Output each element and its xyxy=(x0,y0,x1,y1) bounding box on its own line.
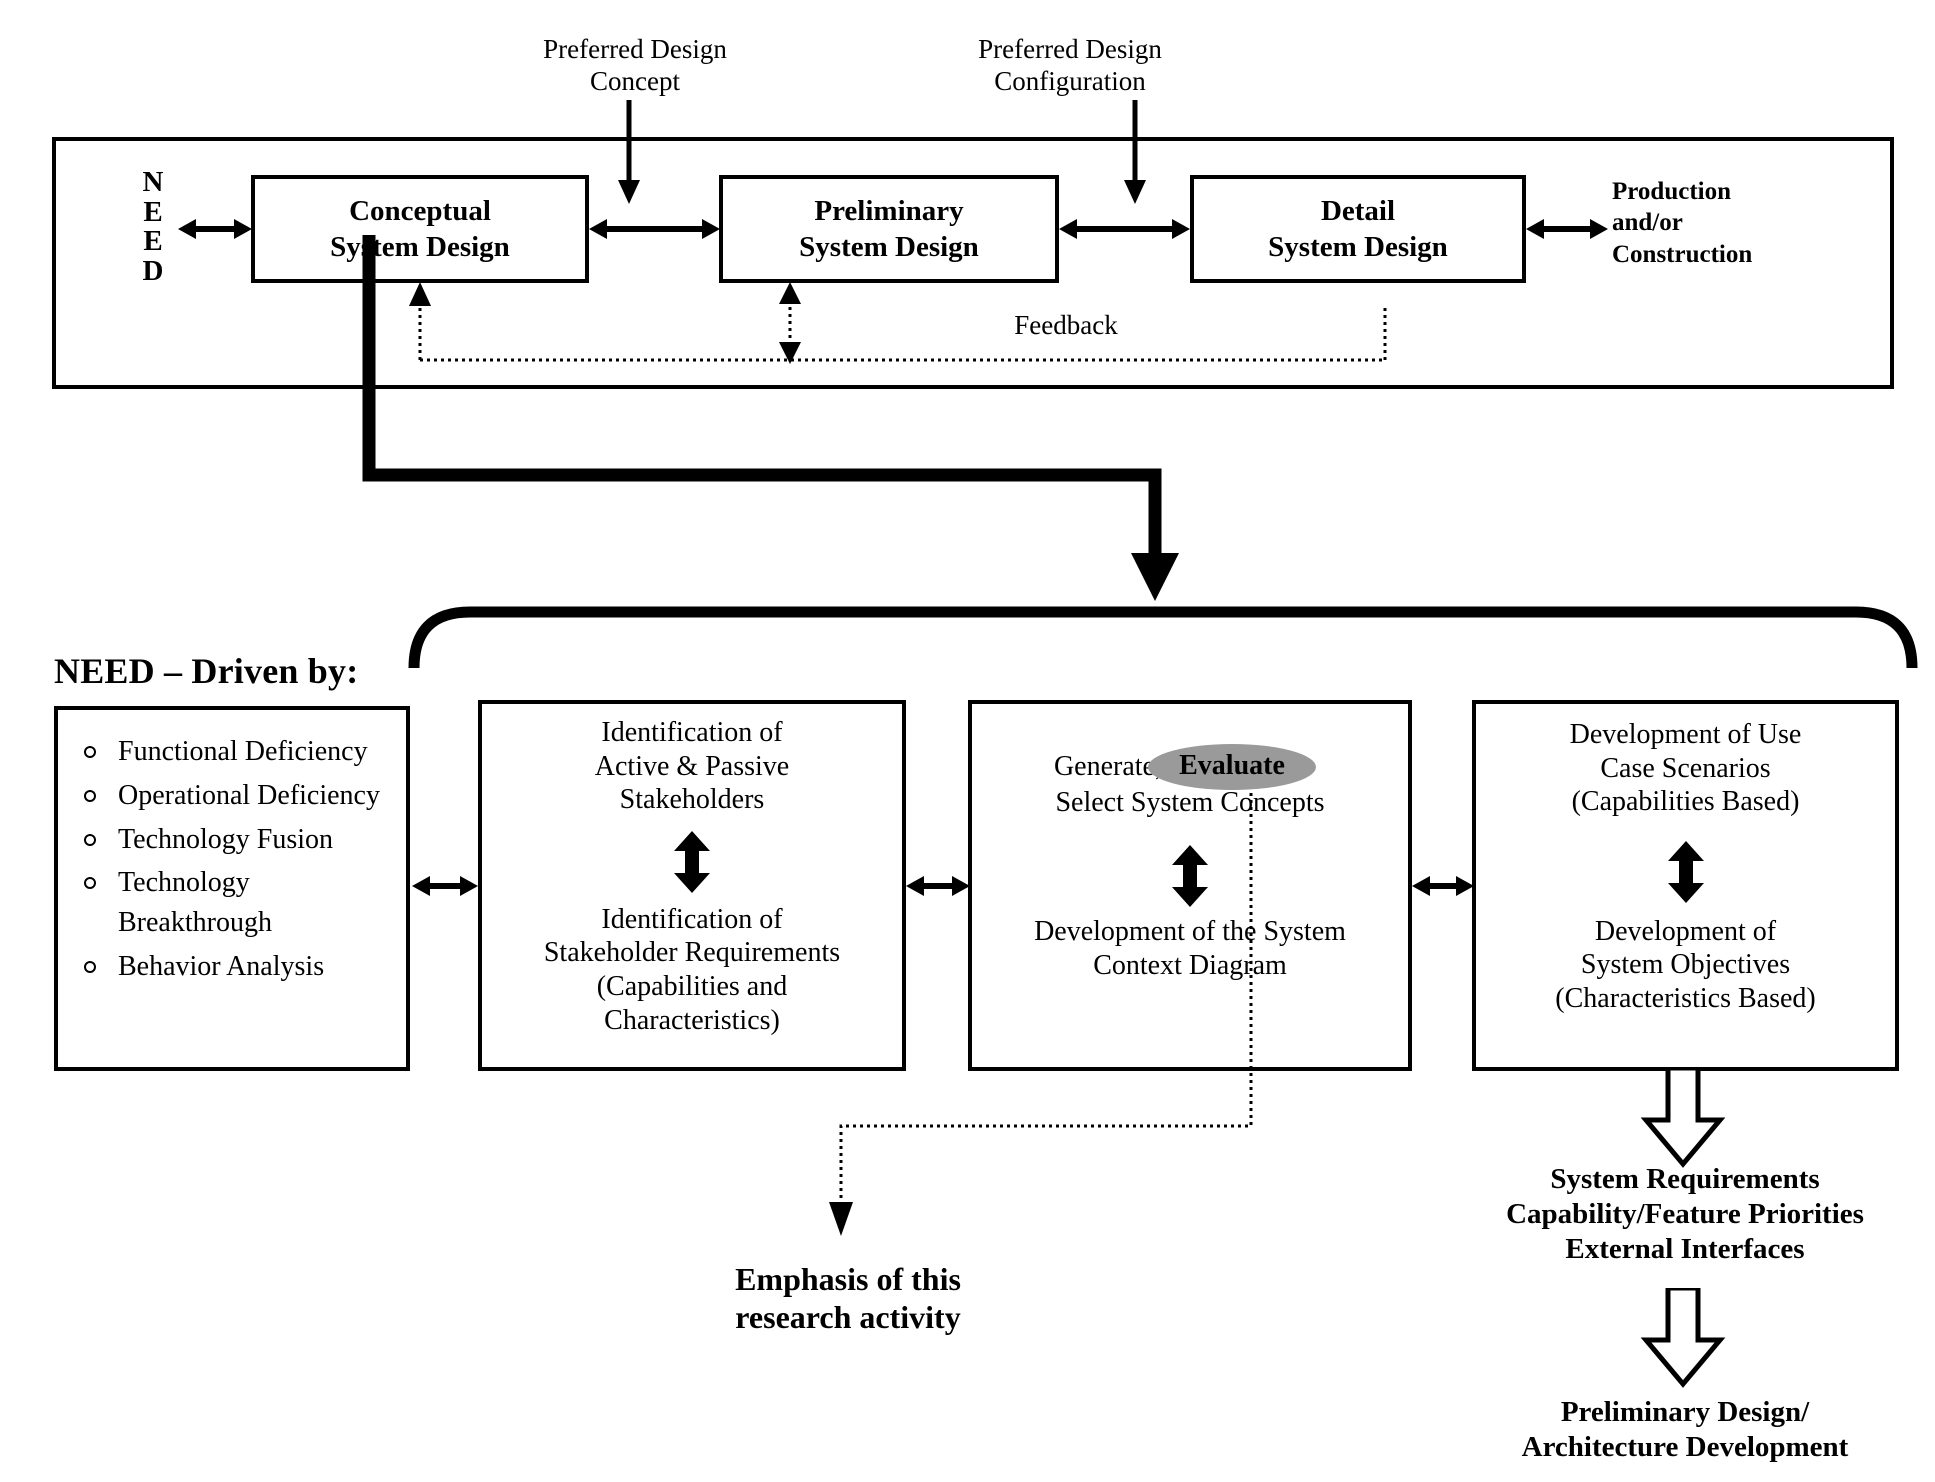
caption-preferred-design-concept: Preferred Design Concept xyxy=(543,34,727,97)
bottom-group-bracket xyxy=(408,606,1918,669)
stakeholders-bottom-text: Identification of Stakeholder Requiremen… xyxy=(543,903,841,1036)
emphasis-dotted-path xyxy=(829,786,1253,1236)
need-letter-n: N xyxy=(142,166,164,198)
arrow-concept-down-icon xyxy=(618,100,640,204)
box-conceptual-system-design[interactable]: Conceptual System Design xyxy=(251,175,589,283)
need-letter-e2: E xyxy=(143,225,163,258)
list-item: Behavior Analysis xyxy=(76,947,396,987)
system-concepts-generate-word: Generate, xyxy=(1053,751,1162,782)
arrow-conceptual-preliminary-icon xyxy=(589,219,720,239)
need-driver-label: Functional Deficiency xyxy=(118,736,368,767)
need-driven-by-title: NEED – Driven by: xyxy=(54,651,359,691)
block-arrow-to-system-requirements-icon xyxy=(1640,1068,1726,1168)
caption-preferred-design-configuration: Preferred Design Configuration xyxy=(978,34,1162,97)
use-cases-bottom-text: Development of System Objectives (Charac… xyxy=(1555,915,1816,1014)
need-driver-label: Operational Deficiency xyxy=(118,779,380,811)
box-preliminary-label: Preliminary System Design xyxy=(799,194,979,263)
stakeholders-top-text: Identification of Active & Passive Stake… xyxy=(594,717,790,816)
box-detail-system-design[interactable]: Detail System Design xyxy=(1190,175,1526,283)
need-driver-label: Behavior Analysis xyxy=(118,950,325,982)
system-concepts-bottom-text: Development of the System Context Diagra… xyxy=(1034,916,1346,981)
evaluate-word: Evaluate xyxy=(1179,750,1285,781)
system-design-process-frame xyxy=(52,137,1894,389)
list-item: Technology Breakthrough xyxy=(76,863,396,943)
panel-stakeholders[interactable]: Identification of Active & Passive Stake… xyxy=(478,700,906,1071)
connector-conceptual-to-need-bracket xyxy=(362,235,1179,601)
arrow-need-stakeholders-icon xyxy=(412,876,478,896)
panel-need-drivers[interactable]: Functional Deficiency Operational Defici… xyxy=(54,706,410,1071)
list-item: Technology Fusion xyxy=(76,820,396,860)
system-requirements-text: System Requirements Capability/Feature P… xyxy=(1506,1163,1864,1265)
fat-double-arrow-icon xyxy=(1172,845,1208,908)
label-feedback: Feedback xyxy=(1014,310,1118,340)
arrow-configuration-down-icon xyxy=(1124,100,1146,204)
use-cases-top-text: Development of Use Case Scenarios (Capab… xyxy=(1569,719,1802,818)
label-production-construction: Production and/or Construction xyxy=(1612,178,1753,268)
arrow-preliminary-detail-icon xyxy=(1059,219,1190,239)
emphasis-of-research-note: Emphasis of this research activity xyxy=(735,1261,961,1336)
arrow-concepts-usecases-icon xyxy=(1412,876,1474,896)
need-letter-e1: E xyxy=(143,195,163,228)
panel-use-cases[interactable]: Development of Use Case Scenarios (Capab… xyxy=(1472,700,1899,1071)
need-drivers-list: Functional Deficiency Operational Defici… xyxy=(58,710,406,987)
need-driver-label: Technology Breakthrough xyxy=(118,867,272,938)
list-item: Functional Deficiency xyxy=(76,732,396,772)
box-preliminary-system-design[interactable]: Preliminary System Design xyxy=(719,175,1059,283)
evaluate-highlight-ellipse xyxy=(1148,744,1316,790)
need-letter-d: D xyxy=(142,254,164,287)
box-detail-label: Detail System Design xyxy=(1268,194,1448,263)
arrow-stakeholders-concepts-icon xyxy=(906,876,970,896)
block-arrow-to-preliminary-design-icon xyxy=(1640,1288,1726,1388)
feedback-dotted-path xyxy=(409,282,1387,364)
arrow-detail-production-icon xyxy=(1526,219,1608,239)
need-vertical-label: N E E D xyxy=(136,166,170,287)
fat-double-arrow-icon xyxy=(1667,840,1704,903)
list-item: Operational Deficiency xyxy=(76,776,396,816)
need-driver-label: Technology Fusion xyxy=(118,823,334,855)
arrow-need-conceptual-icon xyxy=(178,219,252,239)
fat-double-arrow-icon xyxy=(674,830,710,893)
box-conceptual-label: Conceptual System Design xyxy=(330,194,510,263)
preliminary-design-text: Preliminary Design/ Architecture Develop… xyxy=(1521,1396,1849,1463)
